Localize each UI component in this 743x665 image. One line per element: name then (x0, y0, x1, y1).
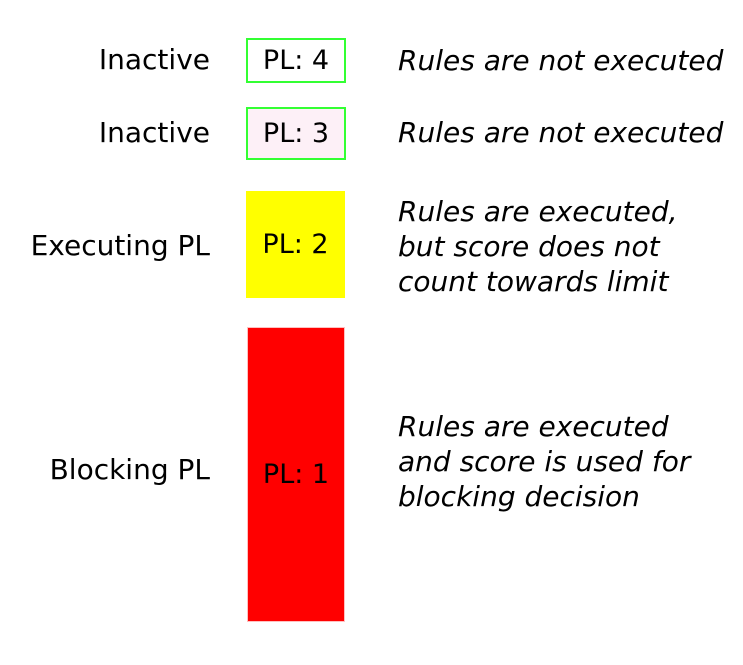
pl-1-box: PL: 1 (247, 327, 345, 622)
row-label-inactive-pl3: Inactive (98, 116, 210, 149)
pl-4-box-label: PL: 4 (262, 45, 330, 76)
pl-3-box: PL: 3 (246, 107, 346, 160)
row-label-executing-pl: Executing PL (30, 229, 210, 262)
row-label-inactive-pl4: Inactive (98, 43, 210, 76)
pl-1-box-label: PL: 1 (262, 459, 330, 490)
row-description-pl1: Rules are executed and score is used for… (398, 410, 691, 513)
row-label-blocking-pl: Blocking PL (49, 453, 210, 486)
pl-2-box: PL: 2 (246, 191, 345, 298)
row-description-pl2: Rules are executed, but score does not c… (398, 195, 678, 298)
pl-3-box-label: PL: 3 (262, 118, 330, 149)
row-description-pl3: Rules are not executed (398, 116, 724, 149)
pl-4-box: PL: 4 (246, 38, 346, 83)
row-description-pl4: Rules are not executed (398, 44, 724, 77)
pl-2-box-label: PL: 2 (262, 229, 329, 260)
